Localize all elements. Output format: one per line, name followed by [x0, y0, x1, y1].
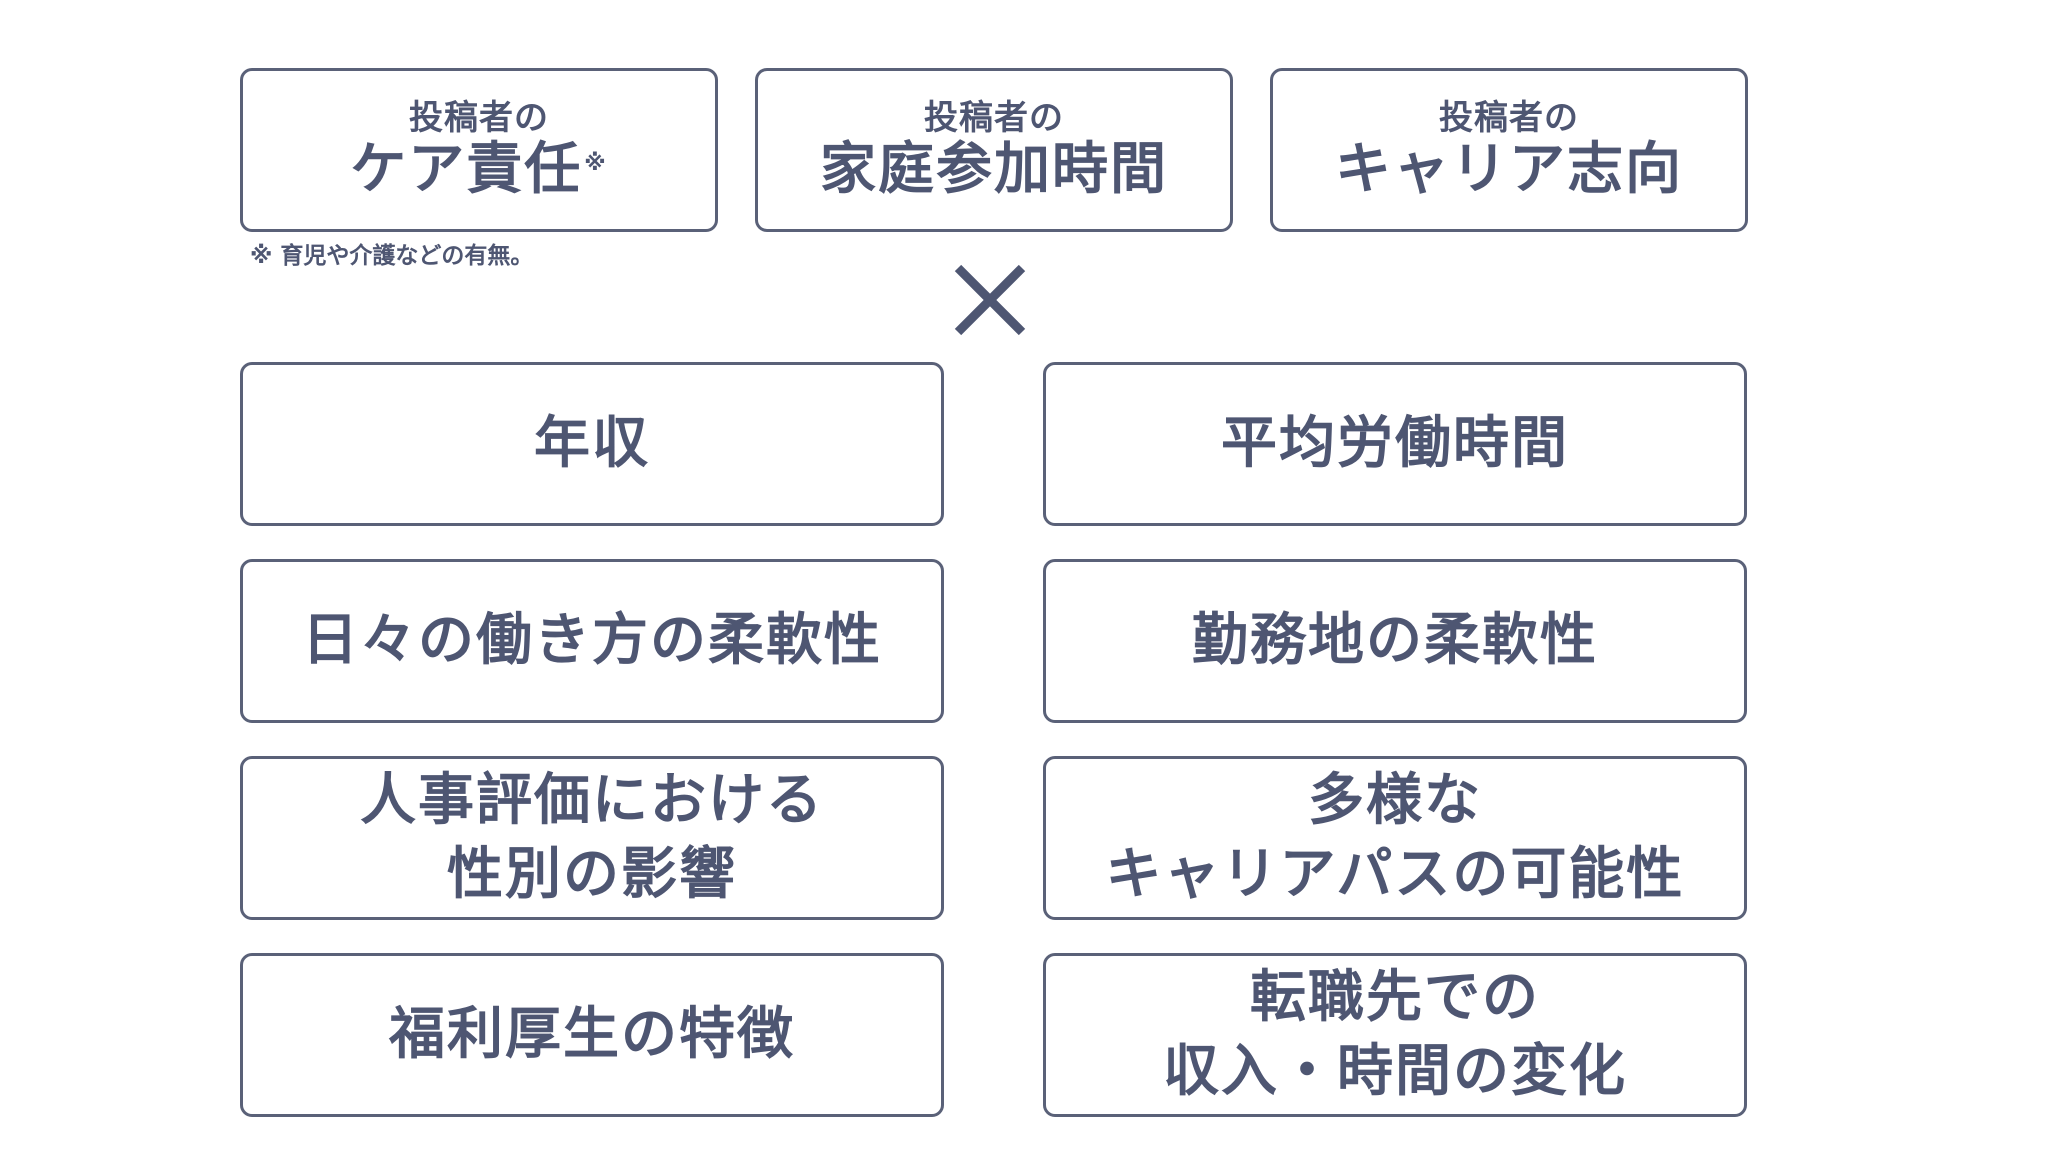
item-box-average-working-hours: 平均労働時間	[1043, 362, 1747, 526]
factor-title: キャリア志向	[1335, 137, 1683, 202]
item-label-line-2: 性別の影響	[447, 842, 737, 907]
item-box-work-location-flexibility: 勤務地の柔軟性	[1043, 559, 1747, 723]
factor-subtitle: 投稿者の	[1439, 98, 1579, 138]
item-label: 勤務地の柔軟性	[1192, 608, 1598, 673]
item-label-line-2: キャリアパスの可能性	[1105, 842, 1685, 907]
item-box-gender-in-evaluation: 人事評価における 性別の影響	[240, 756, 944, 920]
factor-subtitle: 投稿者の	[409, 98, 549, 138]
item-label: 平均労働時間	[1221, 411, 1569, 476]
item-label: 年収	[534, 411, 650, 476]
item-label-line-1: 多様な	[1308, 768, 1482, 833]
factor-box-family-time: 投稿者の 家庭参加時間	[755, 68, 1233, 232]
multiply-icon	[954, 264, 1026, 336]
item-label-line-1: 転職先での	[1250, 965, 1540, 1030]
item-box-daily-work-flexibility: 日々の働き方の柔軟性	[240, 559, 944, 723]
factor-subtitle: 投稿者の	[924, 98, 1064, 138]
factor-title: 家庭参加時間	[820, 137, 1168, 202]
item-box-job-change-outcome: 転職先での 収入・時間の変化	[1043, 953, 1747, 1117]
factor-title: ケア責任※	[350, 137, 608, 202]
item-label-line-1: 人事評価における	[360, 768, 824, 833]
item-box-welfare-benefits: 福利厚生の特徴	[240, 953, 944, 1117]
footnote-mark: ※	[584, 151, 608, 176]
factor-box-care-responsibility: 投稿者の ケア責任※	[240, 68, 718, 232]
item-label: 福利厚生の特徴	[389, 1002, 795, 1067]
item-box-annual-income: 年収	[240, 362, 944, 526]
item-box-career-paths: 多様な キャリアパスの可能性	[1043, 756, 1747, 920]
item-label: 日々の働き方の柔軟性	[302, 608, 882, 673]
factor-box-career-orientation: 投稿者の キャリア志向	[1270, 68, 1748, 232]
item-label-line-2: 収入・時間の変化	[1163, 1039, 1627, 1104]
footnote: ※ 育児や介護などの有無。	[250, 243, 534, 269]
